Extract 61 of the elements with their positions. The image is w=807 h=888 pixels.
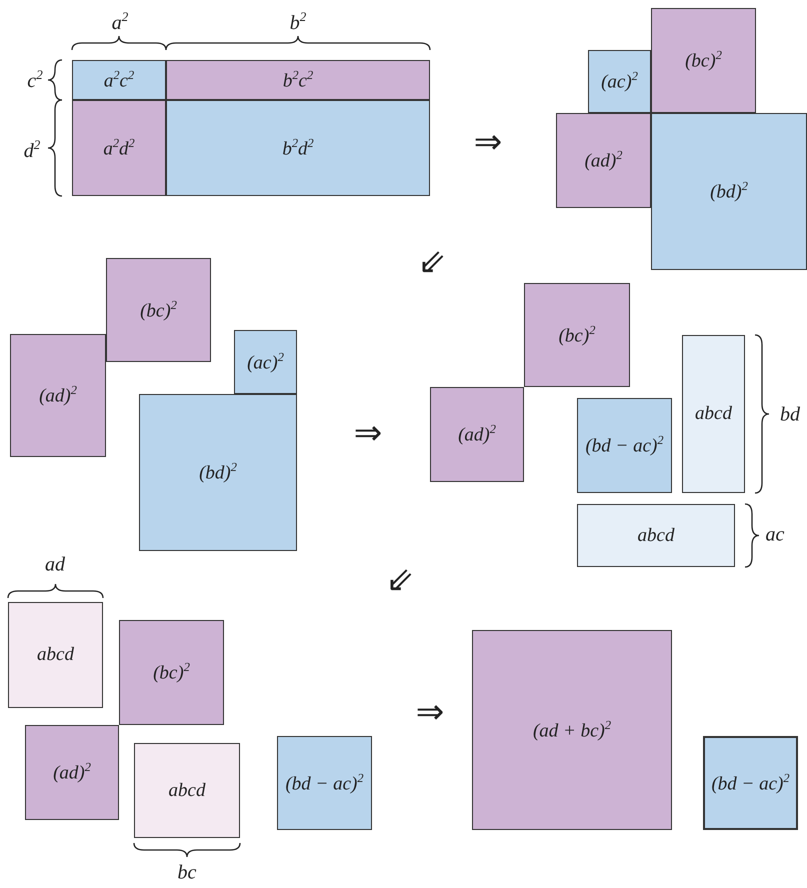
area-square	[119, 620, 224, 725]
area-square	[134, 743, 240, 838]
brace-label: c$^{2}$	[27, 67, 43, 93]
math-term: (ad)$^{2}$	[53, 760, 91, 785]
math-term: (bd − ac)$^{2}$	[285, 770, 364, 796]
area-square	[651, 113, 807, 270]
implies-arrow: ⇙	[386, 563, 414, 597]
implies-arrow: ⇙	[418, 245, 446, 279]
area-square	[139, 394, 297, 551]
area-square	[166, 100, 430, 196]
math-term: (ad)$^{2}$	[458, 422, 496, 447]
brace-label: bc	[178, 862, 196, 884]
area-square	[10, 334, 106, 457]
math-term: (ad)$^{2}$	[584, 148, 622, 173]
math-term: (ac)$^{2}$	[601, 69, 638, 94]
area-square	[166, 60, 430, 100]
area-square	[472, 630, 672, 830]
math-term: abcd	[638, 524, 674, 546]
math-term: abcd	[695, 403, 732, 425]
implies-arrow: ⇒	[354, 416, 382, 450]
area-square	[277, 736, 372, 830]
math-term: (bd)$^{2}$	[710, 179, 748, 204]
area-square	[234, 330, 297, 394]
math-term: (bc)$^{2}$	[558, 322, 596, 348]
math-term: (ad)$^{2}$	[39, 383, 77, 408]
implies-arrow: ⇒	[416, 695, 444, 729]
brace-label: bd	[780, 404, 800, 426]
area-square	[25, 725, 119, 820]
area-square	[430, 387, 524, 482]
math-term: (bd − ac)$^{2}$	[585, 433, 664, 458]
math-term: b$^{2}$d$^{2}$	[282, 136, 314, 160]
area-square	[588, 50, 651, 113]
area-square	[556, 113, 651, 208]
area-square	[577, 504, 735, 567]
area-square	[703, 736, 798, 830]
math-term: a$^{2}$d$^{2}$	[103, 136, 135, 160]
math-term: (ac)$^{2}$	[247, 350, 284, 374]
area-square	[106, 258, 211, 362]
area-square	[72, 60, 166, 100]
brace-label: d$^{2}$	[24, 137, 40, 163]
brace-label: ac	[766, 524, 784, 546]
brace-label: ad	[45, 554, 65, 576]
math-term: (bc)$^{2}$	[153, 660, 190, 685]
math-term: (bd)$^{2}$	[199, 460, 237, 485]
math-term: (bd − ac)$^{2}$	[711, 770, 790, 796]
math-term: (bc)$^{2}$	[685, 48, 722, 73]
math-term: (ad + bc)$^{2}$	[532, 718, 612, 742]
brace-label: b$^{2}$	[290, 9, 306, 35]
brace-label: a$^{2}$	[112, 9, 128, 35]
area-square	[8, 602, 103, 708]
math-term: abcd	[168, 780, 206, 802]
math-term: b$^{2}$c$^{2}$	[282, 68, 314, 92]
area-square	[651, 8, 756, 113]
implies-arrow: ⇒	[474, 125, 502, 159]
area-square	[577, 398, 672, 493]
math-term: (bc)$^{2}$	[140, 298, 177, 322]
area-square	[72, 100, 166, 196]
math-term: a$^{2}$c$^{2}$	[104, 68, 134, 92]
math-term: abcd	[37, 644, 74, 666]
area-square	[682, 335, 745, 493]
area-square	[524, 283, 630, 387]
